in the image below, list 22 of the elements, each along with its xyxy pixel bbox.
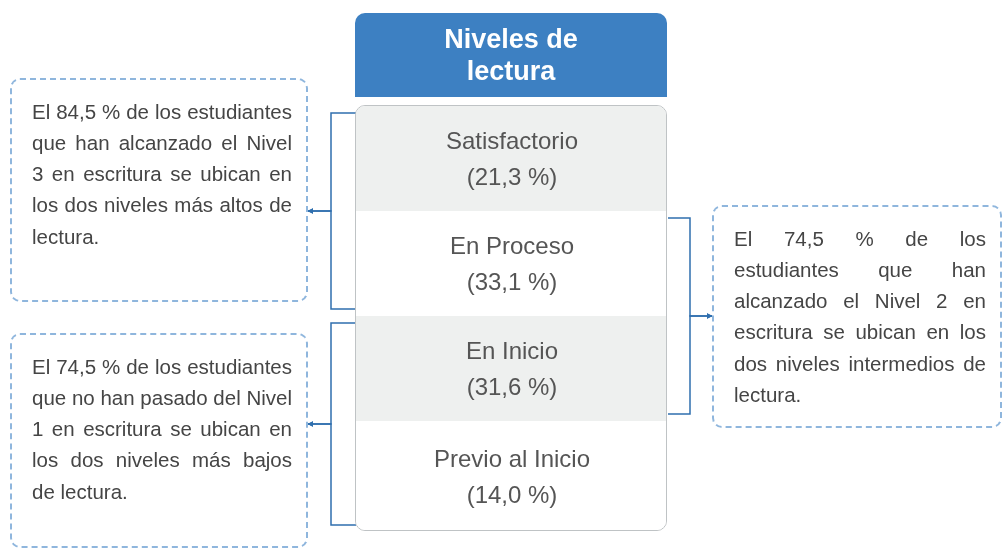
bracket-arrow xyxy=(667,313,713,415)
level-text: (21,3 %) xyxy=(466,161,558,192)
bracket-arrow xyxy=(307,421,357,526)
bracket-arrow xyxy=(307,208,357,310)
level-text: En Inicio xyxy=(465,335,559,366)
level-text: En Proceso xyxy=(449,230,575,261)
level-text: (33,1 %) xyxy=(466,266,558,297)
callout-text: El 74,5 % de los estudiantes que han alcanzado el Nivel 2 en escritura se ubican en los dos niveles intermedios de lectura. xyxy=(734,227,986,406)
header-title: Niveles de lectura xyxy=(443,22,579,88)
levels-table xyxy=(355,105,667,531)
reading-level-row xyxy=(356,316,666,421)
table-header xyxy=(355,13,667,97)
level-text: Previo al Inicio xyxy=(433,443,591,474)
callout-box xyxy=(712,205,1002,428)
reading-level-row xyxy=(356,106,666,211)
level-text: (14,0 %) xyxy=(466,479,558,510)
callout-box xyxy=(10,78,308,302)
callout-box xyxy=(10,333,308,548)
level-text: Satisfactorio xyxy=(445,125,579,156)
callout-text: El 74,5 % de los estudiantes que no han pasado del Nivel 1 en escritura se ubican en los dos niveles más bajos de lectura. xyxy=(32,355,292,503)
level-text: (31,6 %) xyxy=(466,371,558,402)
callout-text: El 84,5 % de los estudiantes que han alcanzado el Nivel 3 en escritura se ubican en los dos niveles más altos de lectura. xyxy=(32,100,292,248)
